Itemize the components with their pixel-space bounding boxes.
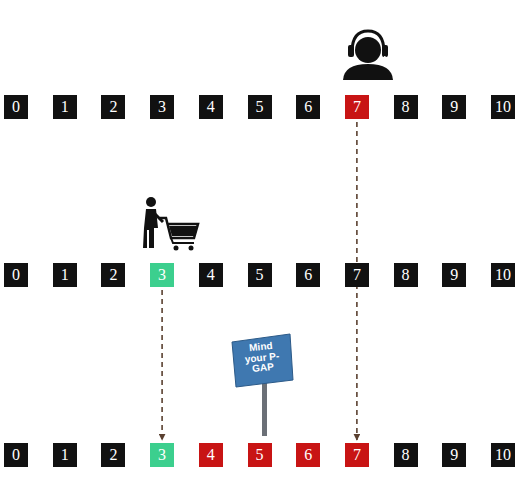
agent-headset — [352, 31, 384, 52]
sign-icon — [232, 334, 293, 436]
number-label: 10 — [495, 99, 511, 115]
number-label: 1 — [61, 267, 69, 283]
number-box: 0 — [4, 443, 28, 467]
number-label: 0 — [12, 267, 20, 283]
cart-frame — [160, 218, 198, 238]
number-box: 4 — [199, 443, 223, 467]
number-label: 10 — [495, 447, 511, 463]
number-label: 3 — [158, 447, 166, 463]
number-label: 5 — [256, 267, 264, 283]
number-label: 1 — [61, 99, 69, 115]
number-label: 0 — [12, 447, 20, 463]
number-box: 9 — [442, 263, 466, 287]
number-label: 9 — [450, 267, 458, 283]
number-label: 2 — [109, 447, 117, 463]
number-box: 9 — [442, 95, 466, 119]
number-label: 1 — [61, 447, 69, 463]
number-box: 5 — [248, 443, 272, 467]
agent-icon — [343, 31, 393, 80]
number-label: 6 — [304, 447, 312, 463]
agent-mic — [374, 56, 385, 63]
number-box: 6 — [296, 263, 320, 287]
shopper-head — [146, 197, 156, 207]
agent-earpiece — [382, 45, 388, 57]
number-box: 0 — [4, 263, 28, 287]
sign-label: Mind your P-GAP — [238, 340, 285, 376]
number-box: 2 — [101, 443, 125, 467]
agent-earpiece — [348, 45, 354, 57]
number-box: 9 — [442, 443, 466, 467]
number-label: 3 — [158, 99, 166, 115]
number-box: 10 — [491, 263, 515, 287]
number-box: 10 — [491, 95, 515, 119]
number-box: 1 — [53, 263, 77, 287]
number-box: 4 — [199, 263, 223, 287]
number-box: 7 — [345, 95, 369, 119]
cart-basket — [169, 226, 197, 236]
number-label: 5 — [256, 99, 264, 115]
number-box: 3 — [150, 263, 174, 287]
shopper-icon — [143, 197, 198, 251]
number-box: 7 — [345, 263, 369, 287]
dashed-arrow — [161, 290, 163, 440]
number-label: 7 — [353, 267, 361, 283]
number-label: 4 — [207, 447, 215, 463]
number-box: 5 — [248, 95, 272, 119]
number-box: 4 — [199, 95, 223, 119]
number-label: 6 — [304, 99, 312, 115]
number-box: 8 — [394, 443, 418, 467]
number-label: 8 — [402, 447, 410, 463]
number-box: 6 — [296, 95, 320, 119]
number-label: 0 — [12, 99, 20, 115]
agent-head — [355, 37, 381, 63]
number-label: 6 — [304, 267, 312, 283]
number-box: 1 — [53, 443, 77, 467]
number-box: 7 — [345, 443, 369, 467]
number-box: 6 — [296, 443, 320, 467]
number-box: 3 — [150, 443, 174, 467]
number-label: 7 — [353, 447, 361, 463]
number-box: 8 — [394, 263, 418, 287]
agent-body — [343, 64, 393, 80]
number-label: 9 — [450, 447, 458, 463]
number-box: 2 — [101, 263, 125, 287]
cart-wheel — [189, 246, 194, 251]
number-box: 2 — [101, 95, 125, 119]
number-label: 4 — [207, 99, 215, 115]
number-box: 3 — [150, 95, 174, 119]
sign-board — [232, 334, 293, 387]
number-box: 8 — [394, 95, 418, 119]
number-label: 9 — [450, 99, 458, 115]
number-box: 5 — [248, 263, 272, 287]
number-box: 10 — [491, 443, 515, 467]
number-label: 10 — [495, 267, 511, 283]
number-box: 0 — [4, 95, 28, 119]
cart-wheel — [174, 246, 179, 251]
number-label: 7 — [353, 99, 361, 115]
number-label: 4 — [207, 267, 215, 283]
number-label: 8 — [402, 267, 410, 283]
number-box: 1 — [53, 95, 77, 119]
number-label: 2 — [109, 99, 117, 115]
cart-base — [171, 238, 194, 243]
number-label: 2 — [109, 267, 117, 283]
number-label: 8 — [402, 99, 410, 115]
number-label: 5 — [256, 447, 264, 463]
number-label: 3 — [158, 267, 166, 283]
